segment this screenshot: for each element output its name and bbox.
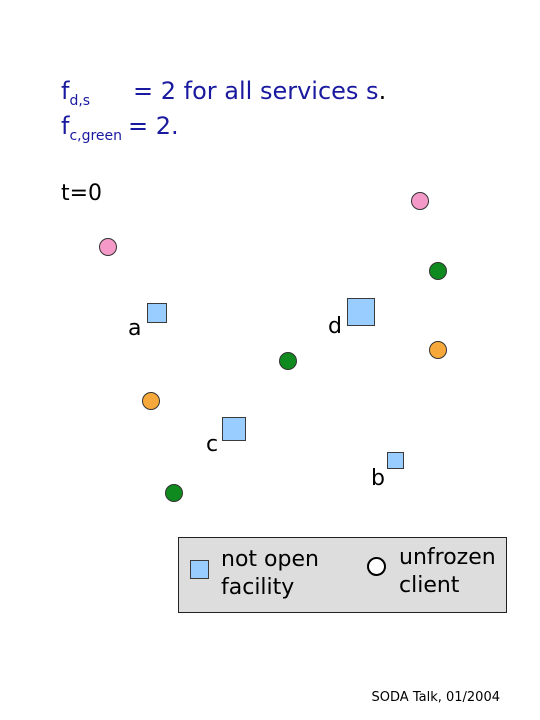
equation-1-end: .	[378, 77, 387, 105]
equation-1-text: = 2 for all services	[133, 77, 367, 105]
equation-line-1-rest: = 2 for all services s.	[133, 79, 386, 103]
client-pink-1	[411, 192, 429, 210]
subscript-d-s: d,s	[69, 93, 91, 109]
client-green-2	[279, 352, 297, 370]
facility-label-c: c	[206, 432, 219, 457]
client-orange-1	[429, 341, 447, 359]
equation-2-text: = 2.	[128, 112, 179, 140]
client-pink-2	[99, 238, 117, 256]
facility-c	[222, 417, 246, 441]
subscript-c-green: c,green	[69, 128, 123, 144]
time-label: t=0	[61, 181, 103, 206]
legend-client-icon	[367, 557, 386, 576]
legend-box: not open facility unfrozen client	[178, 537, 507, 613]
client-orange-2	[142, 392, 160, 410]
client-green-1	[429, 262, 447, 280]
legend-client-label: unfrozen client	[399, 545, 496, 598]
symbol-f: f	[61, 77, 70, 105]
legend-facility-label: not open facility	[221, 547, 319, 600]
facility-label-a: a	[128, 316, 142, 341]
client-green-3	[165, 484, 183, 502]
facility-d	[347, 298, 375, 326]
facility-b	[387, 452, 404, 469]
facility-label-b: b	[371, 466, 385, 491]
legend-facility-icon	[190, 560, 209, 579]
facility-a	[147, 303, 167, 323]
equation-1-var: s	[366, 77, 379, 105]
facility-label-d: d	[328, 314, 342, 339]
equation-line-1: fd,s	[61, 79, 90, 108]
symbol-f-2: f	[61, 112, 70, 140]
footer-text: SODA Talk, 01/2004	[371, 690, 500, 705]
equation-line-2: fc,green = 2.	[61, 114, 179, 143]
